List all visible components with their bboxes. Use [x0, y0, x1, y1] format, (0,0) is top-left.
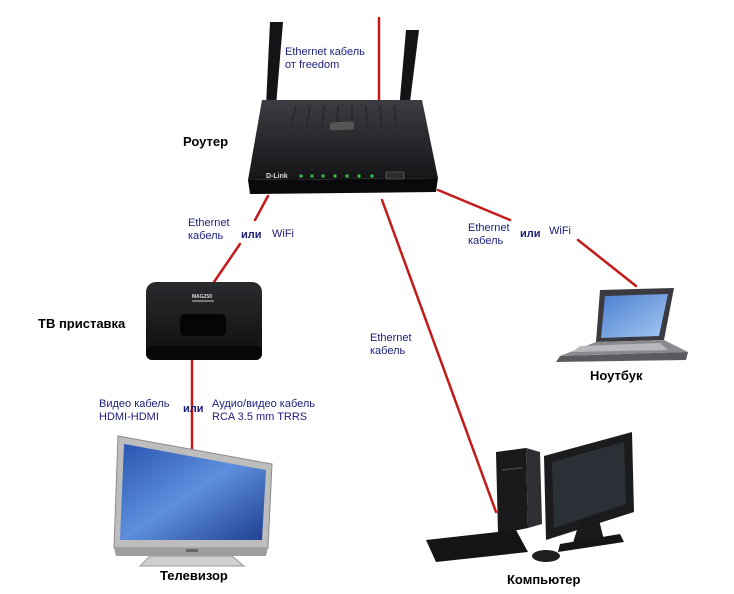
laptop-ethernet-label: Ethernet кабель	[468, 222, 510, 247]
computer-icon	[426, 432, 634, 562]
freedom-cable-label: Ethernet кабель от freedom	[285, 46, 365, 71]
svg-text:MAG250: MAG250	[192, 294, 212, 300]
tv-box-label: ТВ приставка	[38, 316, 126, 331]
pc-cable-line	[380, 198, 498, 514]
box-or-label: или	[241, 229, 262, 241]
computer-label: Компьютер	[507, 572, 581, 587]
laptop-cable-line-lower	[576, 238, 638, 288]
svg-text:D-Link: D-Link	[266, 173, 288, 180]
tv-icon	[113, 435, 273, 567]
cables	[190, 16, 638, 514]
laptop-label: Ноутбук	[590, 368, 643, 383]
tv-label: Телевизор	[160, 568, 228, 583]
laptop-or-label: или	[520, 228, 541, 240]
av-cable-label: Аудио/видео кабель RCA 3.5 mm TRRS	[212, 398, 316, 423]
router-label: Роутер	[183, 134, 229, 149]
tv-or-label: или	[183, 403, 204, 415]
box-cable-line-lower	[212, 242, 242, 284]
laptop-cable-line-upper	[436, 188, 512, 222]
tv-box-icon: MAG250	[146, 282, 262, 360]
router-icon: D-Link	[248, 22, 438, 194]
box-wifi-label: WiFi	[272, 228, 294, 240]
video-cable-label: Видео кабель HDMI-HDMI	[99, 398, 170, 423]
laptop-wifi-label: WiFi	[549, 225, 571, 237]
pc-ethernet-label: Ethernet кабель	[370, 332, 412, 357]
box-cable-line-upper	[253, 194, 270, 222]
box-ethernet-label: Ethernet кабель	[188, 217, 230, 242]
laptop-icon	[556, 288, 688, 362]
